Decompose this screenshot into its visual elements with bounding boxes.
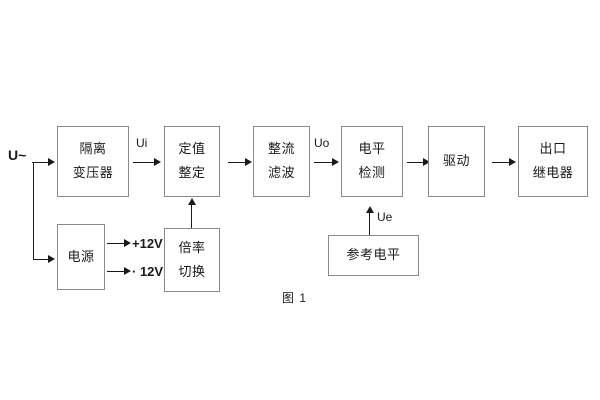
block-isolation-transformer: 隔离 变压器 bbox=[57, 126, 129, 197]
arrowhead-multiplier-to-setting bbox=[188, 198, 196, 205]
connector-setting-to-rectify bbox=[228, 162, 246, 163]
block-rectify-filter-line-2: 滤波 bbox=[267, 165, 295, 180]
connector-rail-positive bbox=[107, 243, 125, 244]
block-power-supply-line-1: 电源 bbox=[67, 248, 95, 264]
rail-negative-label: · 12V bbox=[132, 264, 164, 279]
block-multiplier-switch-line-2: 切换 bbox=[178, 263, 206, 279]
connector-multiplier-to-setting bbox=[191, 205, 192, 228]
signal-label-ui: Ui bbox=[136, 136, 148, 150]
arrowhead-drive-to-relay bbox=[509, 158, 516, 166]
block-multiplier-switch: 倍率 切换 bbox=[164, 228, 220, 292]
connector-rail-negative bbox=[107, 271, 125, 272]
arrowhead-rail-positive bbox=[124, 239, 131, 247]
arrowhead-isolation-to-setting bbox=[154, 158, 161, 166]
arrowhead-input-to-isolation bbox=[48, 158, 55, 166]
connector-level-to-drive bbox=[407, 162, 424, 163]
block-drive: 驱动 bbox=[428, 126, 485, 197]
signal-label-ue: Ue bbox=[377, 210, 393, 224]
block-output-relay: 出口 继电器 bbox=[518, 126, 588, 197]
connector-isolation-to-setting bbox=[133, 162, 155, 163]
input-branch-trunk bbox=[33, 162, 34, 260]
block-setting-value: 定值 整定 bbox=[164, 126, 220, 197]
arrowhead-input-to-power bbox=[48, 255, 55, 263]
signal-label-uo: Uo bbox=[314, 136, 330, 150]
block-power-supply: 电源 bbox=[57, 224, 105, 290]
block-reference-level-line-1: 参考电平 bbox=[346, 247, 401, 263]
figure-caption: 图 1 bbox=[282, 291, 308, 305]
rail-positive-label: +12V bbox=[132, 236, 163, 251]
block-output-relay-line-2: 继电器 bbox=[532, 165, 574, 180]
arrowhead-rail-negative bbox=[124, 267, 131, 275]
arrowhead-reference-to-level bbox=[366, 206, 374, 213]
block-reference-level: 参考电平 bbox=[328, 235, 419, 276]
block-level-detect-line-1: 电平 bbox=[358, 141, 386, 157]
connector-rectify-to-level bbox=[314, 162, 333, 163]
block-level-detect-line-2: 检测 bbox=[358, 165, 386, 180]
arrowhead-setting-to-rectify bbox=[245, 158, 252, 166]
arrowhead-rectify-to-level bbox=[332, 158, 339, 166]
block-multiplier-switch-line-1: 倍率 bbox=[178, 239, 206, 255]
block-output-relay-line-1: 出口 bbox=[539, 141, 567, 157]
block-drive-line-1: 驱动 bbox=[442, 153, 470, 169]
input-voltage-label: U~ bbox=[8, 147, 27, 163]
connector-drive-to-relay bbox=[492, 162, 510, 163]
block-setting-value-line-1: 定值 bbox=[178, 141, 206, 157]
connector-reference-to-level bbox=[369, 213, 370, 235]
block-rectify-filter: 整流 滤波 bbox=[253, 126, 310, 197]
block-setting-value-line-2: 整定 bbox=[178, 165, 206, 180]
block-rectify-filter-line-1: 整流 bbox=[267, 141, 295, 157]
block-isolation-transformer-line-1: 隔离 bbox=[79, 141, 107, 157]
connector-input-to-power bbox=[33, 259, 49, 260]
block-level-detect: 电平 检测 bbox=[341, 126, 403, 197]
connector-input-to-isolation bbox=[33, 162, 49, 163]
block-isolation-transformer-line-2: 变压器 bbox=[72, 165, 114, 180]
arrowhead-level-to-drive bbox=[423, 158, 430, 166]
